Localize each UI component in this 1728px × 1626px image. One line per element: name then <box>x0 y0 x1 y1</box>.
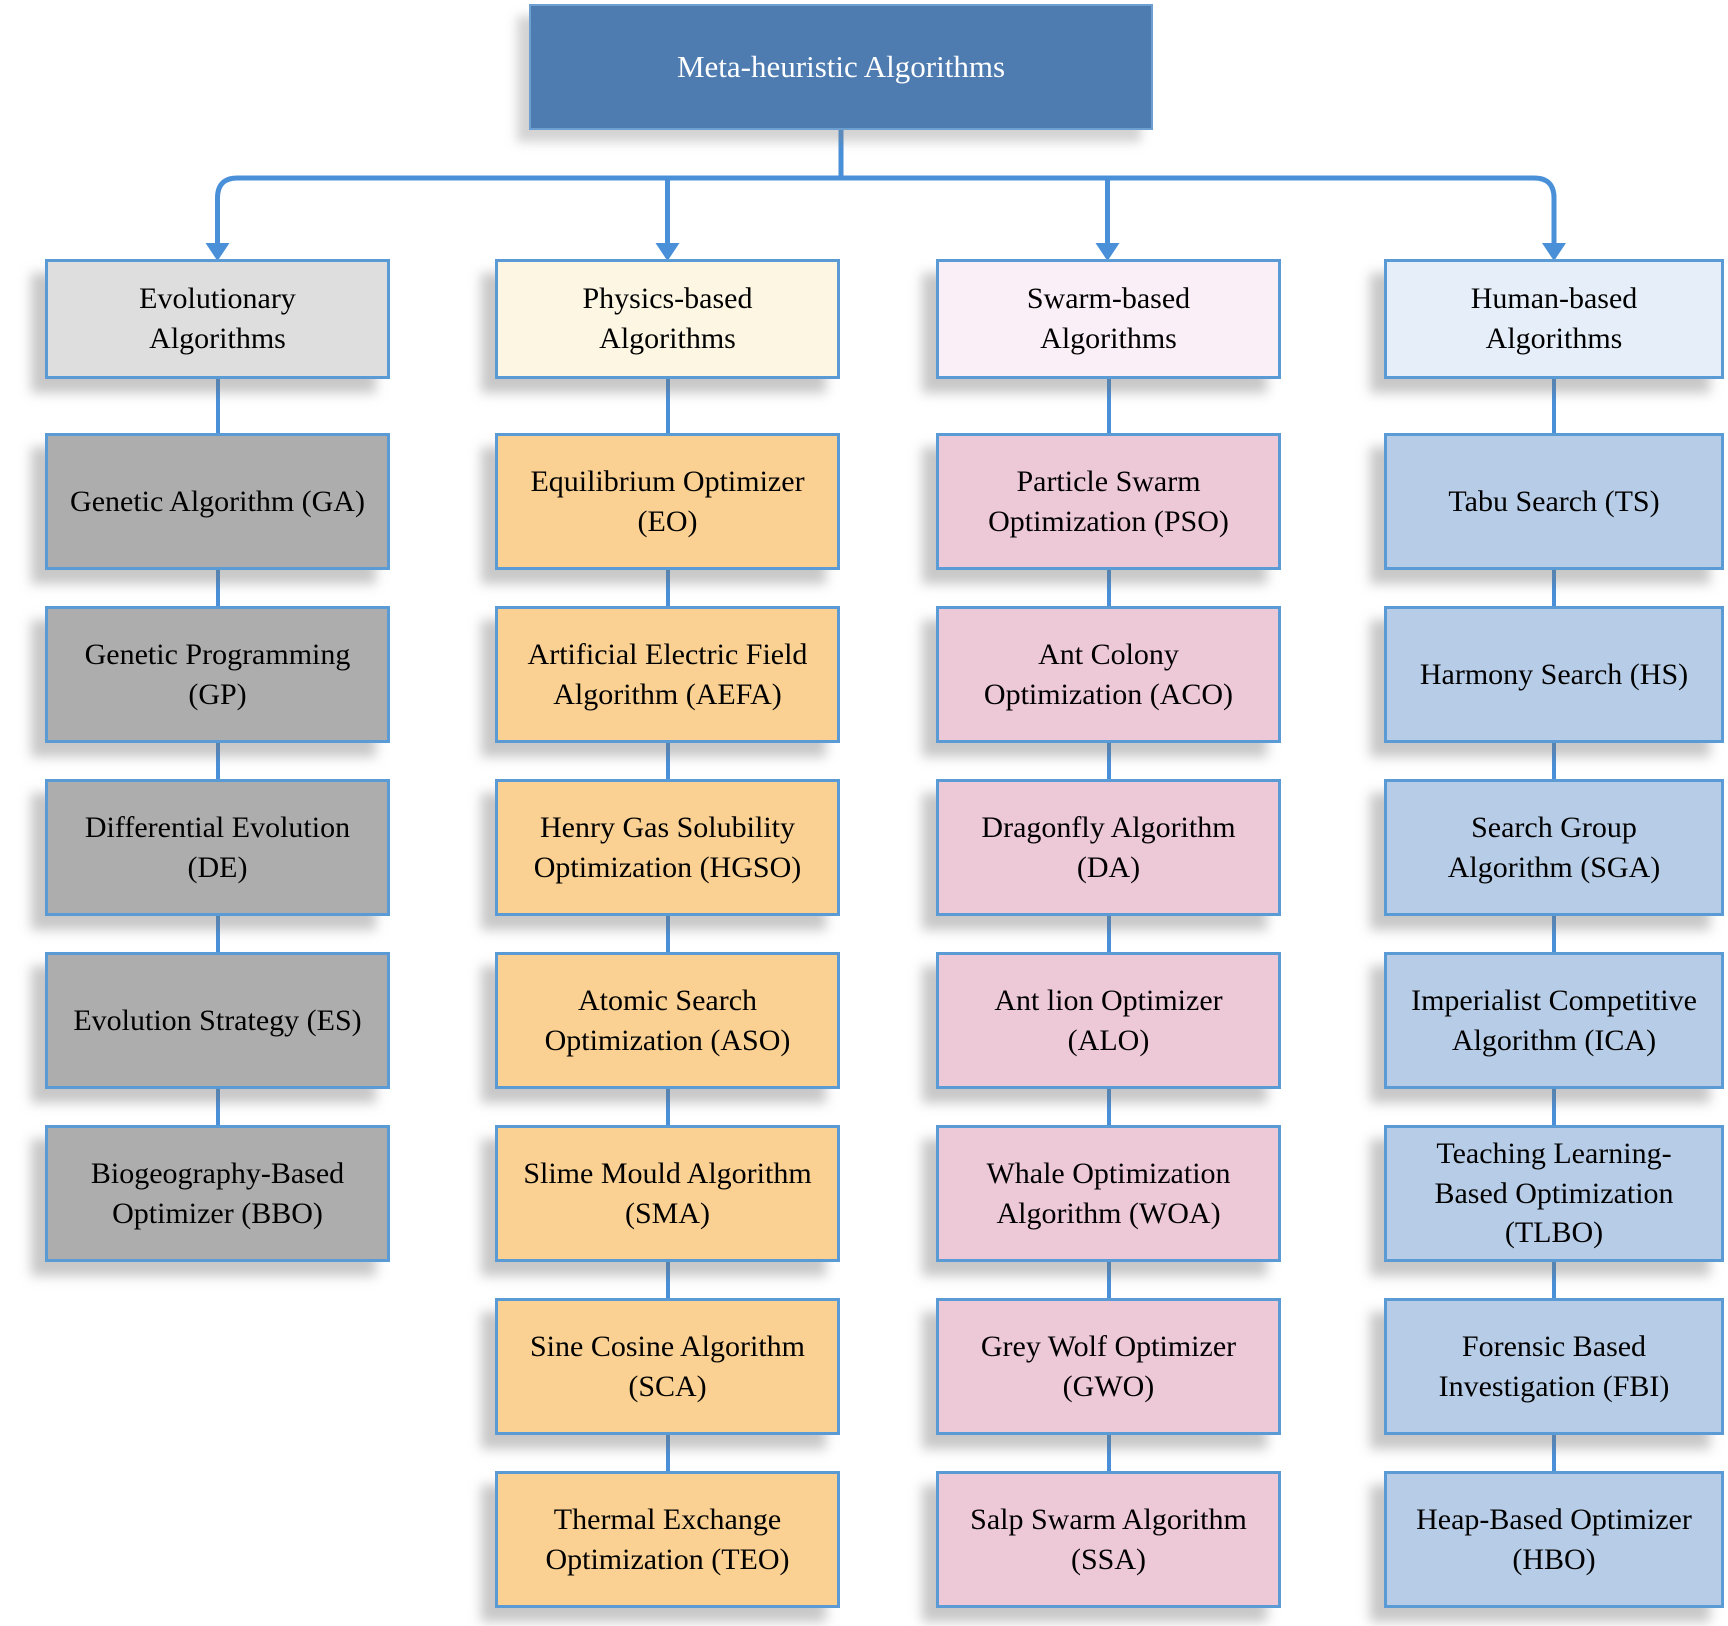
column-connector <box>215 377 220 1127</box>
algorithm-label: Forensic Based Investigation (FBI) <box>1438 1329 1670 1403</box>
algorithm-label: Grey Wolf Optimizer (GWO) <box>980 1329 1237 1403</box>
node-woa: Whale Optimization Algorithm (WOA) <box>936 1125 1281 1262</box>
node-sma: Slime Mould Algorithm (SMA) <box>495 1125 840 1262</box>
algorithm-label: Thermal Exchange Optimization (TEO) <box>545 1502 790 1576</box>
column-physics: Physics-based Algorithms Equilibrium Opt… <box>495 259 840 1626</box>
category-node-swarm: Swarm-based Algorithms <box>936 259 1281 379</box>
algorithm-label: Biogeography-Based Optimizer (BBO) <box>90 1156 345 1230</box>
node-ssa: Salp Swarm Algorithm (SSA) <box>936 1471 1281 1608</box>
node-hgso: Henry Gas Solubility Optimization (HGSO) <box>495 779 840 916</box>
column-connector <box>1106 377 1111 1473</box>
node-hs: Harmony Search (HS) <box>1384 606 1724 743</box>
node-ica: Imperialist Competitive Algorithm (ICA) <box>1384 952 1724 1089</box>
branch-line <box>215 175 1557 248</box>
node-tlbo: Teaching Learning-Based Optimization (TL… <box>1384 1125 1724 1262</box>
node-gp: Genetic Programming (GP) <box>45 606 390 743</box>
node-aso: Atomic Search Optimization (ASO) <box>495 952 840 1089</box>
node-fbi: Forensic Based Investigation (FBI) <box>1384 1298 1724 1435</box>
node-aco: Ant Colony Optimization (ACO) <box>936 606 1281 743</box>
algorithm-label: Whale Optimization Algorithm (WOA) <box>986 1156 1231 1230</box>
node-sca: Sine Cosine Algorithm (SCA) <box>495 1298 840 1435</box>
category-label: Swarm-based Algorithms <box>1026 282 1191 355</box>
algorithm-label: Teaching Learning-Based Optimization (TL… <box>1434 1137 1674 1250</box>
algorithm-label: Harmony Search (HS) <box>1419 657 1689 691</box>
node-es: Evolution Strategy (ES) <box>45 952 390 1089</box>
root-node-label: Meta-heuristic Algorithms <box>676 49 1006 84</box>
algorithm-label: Tabu Search (TS) <box>1448 484 1660 518</box>
algorithm-label: Imperialist Competitive Algorithm (ICA) <box>1411 983 1697 1057</box>
category-label: Physics-based Algorithms <box>582 282 753 355</box>
algorithm-label: Slime Mould Algorithm (SMA) <box>523 1156 812 1230</box>
algorithm-label: Equilibrium Optimizer (EO) <box>530 464 805 538</box>
node-de: Differential Evolution (DE) <box>45 779 390 916</box>
node-da: Dragonfly Algorithm (DA) <box>936 779 1281 916</box>
node-bbo: Biogeography-Based Optimizer (BBO) <box>45 1125 390 1262</box>
node-aefa: Artificial Electric Field Algorithm (AEF… <box>495 606 840 743</box>
algorithm-label: Genetic Programming (GP) <box>84 637 351 711</box>
column-evolutionary: Evolutionary Algorithms Genetic Algorith… <box>45 259 390 1298</box>
category-node-physics: Physics-based Algorithms <box>495 259 840 379</box>
category-node-evolutionary: Evolutionary Algorithms <box>45 259 390 379</box>
category-label: Human-based Algorithms <box>1470 282 1638 355</box>
algorithm-label: Differential Evolution (DE) <box>84 810 351 884</box>
category-label: Evolutionary Algorithms <box>139 282 296 355</box>
algorithm-label: Particle Swarm Optimization (PSO) <box>988 464 1229 538</box>
algorithm-label: Sine Cosine Algorithm (SCA) <box>529 1329 805 1403</box>
node-hbo: Heap-Based Optimizer (HBO) <box>1384 1471 1724 1608</box>
node-gwo: Grey Wolf Optimizer (GWO) <box>936 1298 1281 1435</box>
node-eo: Equilibrium Optimizer (EO) <box>495 433 840 570</box>
node-teo: Thermal Exchange Optimization (TEO) <box>495 1471 840 1608</box>
column-swarm: Swarm-based Algorithms Particle Swarm Op… <box>936 259 1281 1626</box>
algorithm-label: Henry Gas Solubility Optimization (HGSO) <box>533 810 802 884</box>
algorithm-label: Salp Swarm Algorithm (SSA) <box>970 1502 1247 1576</box>
column-connector <box>1552 377 1556 1473</box>
category-node-human: Human-based Algorithms <box>1384 259 1724 379</box>
algorithm-label: Ant lion Optimizer (ALO) <box>994 983 1223 1057</box>
node-ts: Tabu Search (TS) <box>1384 433 1724 570</box>
algorithm-label: Ant Colony Optimization (ACO) <box>983 637 1234 711</box>
column-connector <box>665 377 670 1473</box>
node-ga: Genetic Algorithm (GA) <box>45 433 390 570</box>
node-alo: Ant lion Optimizer (ALO) <box>936 952 1281 1089</box>
algorithm-label: Artificial Electric Field Algorithm (AEF… <box>527 637 808 711</box>
algorithm-label: Genetic Algorithm (GA) <box>70 484 365 518</box>
node-sga: Search Group Algorithm (SGA) <box>1384 779 1724 916</box>
column-human: Human-based Algorithms Tabu Search (TS) … <box>1384 259 1724 1626</box>
algorithm-label: Atomic Search Optimization (ASO) <box>544 983 791 1057</box>
algorithm-label: Heap-Based Optimizer (HBO) <box>1416 1502 1692 1576</box>
root-node: Meta-heuristic Algorithms <box>529 4 1153 130</box>
algorithm-label: Evolution Strategy (ES) <box>73 1003 362 1037</box>
algorithm-label: Search Group Algorithm (SGA) <box>1447 810 1661 884</box>
node-pso: Particle Swarm Optimization (PSO) <box>936 433 1281 570</box>
algorithm-label: Dragonfly Algorithm (DA) <box>981 810 1236 884</box>
